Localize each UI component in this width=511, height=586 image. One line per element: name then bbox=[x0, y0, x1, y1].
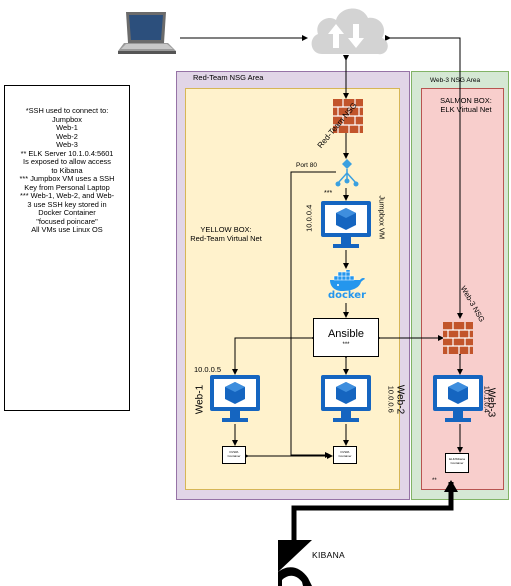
kibana-label: KIBANA bbox=[312, 550, 345, 560]
port-80-label: Port 80 bbox=[296, 162, 317, 169]
cloud-icon bbox=[311, 8, 388, 55]
docker-label: docker bbox=[327, 290, 367, 301]
red-team-firewall-icon bbox=[333, 99, 363, 133]
container-label: Container bbox=[338, 453, 352, 458]
jumpbox-name-label: Jumpbox VM bbox=[377, 195, 387, 240]
ansible-box: Ansible *** bbox=[313, 318, 379, 357]
kibana-logo-icon bbox=[278, 540, 312, 586]
note-line: *SSH used to connect to: bbox=[25, 106, 109, 115]
yellow-box-subtitle: Red-Team Virtual Net bbox=[190, 233, 262, 243]
note-line: ** ELK Server 10.1.0.4:5601 bbox=[20, 148, 114, 158]
note-line: All VMs use Linux OS bbox=[31, 225, 103, 234]
note-line: *** Jumpbox VM uses a SSH bbox=[19, 174, 115, 183]
salmon-box-subtitle: ELK Virtual Net bbox=[440, 104, 492, 114]
web1-dvwa-container: DVWA Container bbox=[222, 446, 246, 464]
ansible-marker: *** bbox=[342, 342, 350, 348]
ansible-label: Ansible bbox=[327, 328, 365, 340]
jumpbox-marker: *** bbox=[324, 190, 333, 197]
salmon-box-label: SALMON BOX: ELK Virtual Net bbox=[428, 96, 504, 114]
note-line: Web-2 bbox=[56, 131, 78, 141]
web3-firewall-icon bbox=[443, 322, 473, 354]
note-line: Key from Personal Laptop bbox=[24, 182, 110, 192]
kibana-to-elk-line bbox=[291, 480, 458, 540]
web1-name-label: Web-1 bbox=[194, 384, 206, 415]
jumpbox-vm-icon bbox=[321, 201, 371, 248]
yellow-box-label: YELLOW BOX: Red-Team Virtual Net bbox=[186, 225, 266, 243]
container-label: DVWA bbox=[340, 450, 350, 454]
yellow-box-title: YELLOW BOX: bbox=[200, 225, 252, 234]
notes-box: *SSH used to connect to: Jumpbox Web-1 W… bbox=[4, 85, 130, 411]
yellow-box-virtual-net bbox=[185, 88, 400, 490]
web1-vm-icon bbox=[210, 375, 260, 422]
note-line: Is exposed to allow access bbox=[23, 157, 111, 166]
laptop-icon bbox=[118, 12, 176, 54]
web2-vm-icon bbox=[321, 375, 371, 422]
web2-dvwa-container: DVWA Container bbox=[333, 446, 357, 464]
elk-marker: ** bbox=[432, 478, 437, 484]
web2-name-label: Web-2 bbox=[394, 384, 406, 415]
container-label: Container bbox=[450, 460, 464, 465]
ansible-to-web1-line bbox=[232, 335, 317, 375]
load-balancer-icon bbox=[335, 159, 359, 187]
note-line: Jumpbox bbox=[52, 114, 82, 124]
jumpbox-ip-label: 10.0.0.4 bbox=[304, 204, 314, 232]
cloud-to-web3-nsg-line bbox=[385, 35, 463, 319]
web2-ip-label: 10.0.0.6 bbox=[386, 385, 396, 413]
docker-icon bbox=[330, 270, 365, 291]
note-line: 3 use SSH key stored in bbox=[27, 199, 107, 209]
note-line: "focused poincare" bbox=[36, 216, 98, 226]
elk-kibana-container: ELK/Kibana Container bbox=[445, 453, 469, 473]
container-label: Container bbox=[227, 453, 241, 458]
note-line: Web-1 bbox=[56, 123, 78, 132]
note-line: *** Web-1, Web-2, and Web- bbox=[19, 191, 115, 200]
container-label: ELK/Kibana bbox=[449, 457, 465, 461]
red-team-area-label: Red-Team NSG Area bbox=[193, 73, 264, 82]
note-line: Web-3 bbox=[56, 140, 78, 149]
web3-vm-icon bbox=[433, 375, 483, 422]
web1-ip-label: 10.0.0.5 bbox=[194, 365, 222, 374]
salmon-box-title: SALMON BOX: bbox=[440, 96, 492, 105]
note-line: to Kibana bbox=[51, 165, 83, 175]
container-label: DVWA bbox=[229, 450, 239, 454]
note-line: Docker Container bbox=[38, 208, 96, 217]
web3-name-label: Web-3 bbox=[485, 387, 497, 418]
